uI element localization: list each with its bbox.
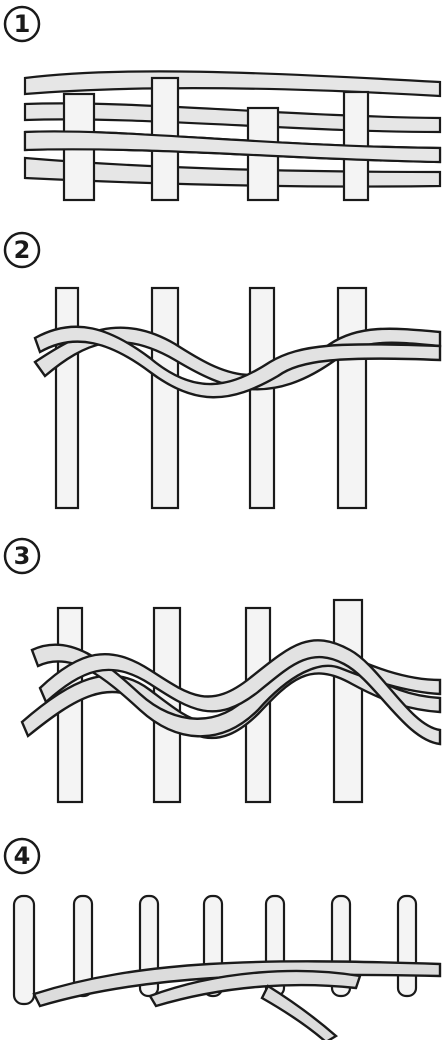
triple-weavers [22, 640, 440, 744]
weave-diagram-2 [0, 220, 443, 520]
panel-1: 1 [0, 0, 443, 220]
pair-weavers [35, 327, 440, 398]
panel-4: 4 [0, 810, 443, 1040]
panel-2: 2 [0, 220, 443, 520]
weave-diagram-3 [0, 520, 443, 810]
panel-number: 3 [4, 538, 40, 574]
waling-rods [34, 961, 440, 1040]
weave-diagram-4 [0, 810, 443, 1040]
panel-number: 1 [4, 6, 40, 42]
panel-number: 2 [4, 232, 40, 268]
panel-3: 3 [0, 520, 443, 810]
weave-diagram-1 [0, 0, 443, 220]
panel-number: 4 [4, 838, 40, 874]
